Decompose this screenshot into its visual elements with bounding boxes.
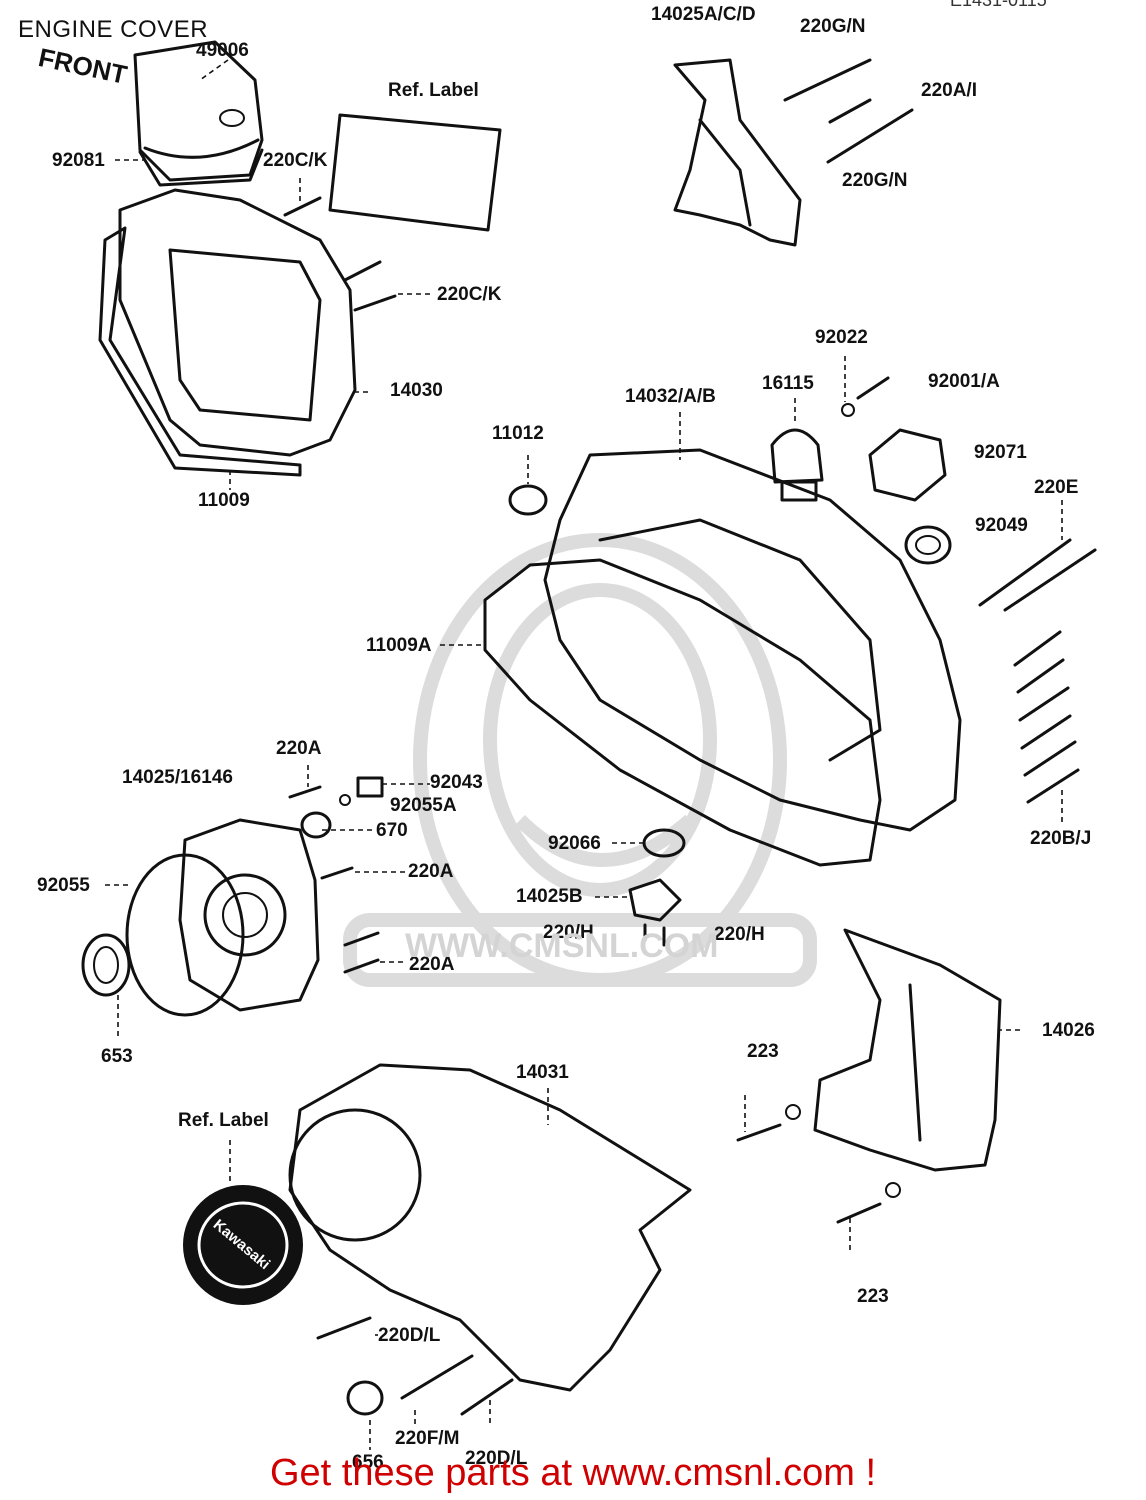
label-11009a: 11009A (366, 635, 432, 656)
filler-cap-16115 (770, 428, 824, 502)
label-14030: 14030 (390, 380, 443, 401)
label-14025acd: 14025A/C/D (651, 4, 756, 25)
label-220dl-1: 220D/L (378, 1325, 441, 1346)
gasket-11009a (483, 558, 882, 867)
label-220ck-1: 220C/K (263, 150, 328, 171)
label-92001a: 92001/A (928, 371, 1000, 392)
label-ref-label-bottom: Ref. Label (178, 1110, 269, 1131)
label-92055: 92055 (37, 875, 90, 896)
chain-guard-14026 (813, 928, 1002, 1172)
label-92049: 92049 (975, 515, 1028, 536)
label-92081: 92081 (52, 150, 105, 171)
bolts-220e (978, 538, 1097, 612)
label-220h-2: 220/H (714, 924, 765, 945)
footer-link[interactable]: Get these parts at www.cmsnl.com ! (269, 1452, 877, 1494)
label-14032ab: 14032/A/B (625, 386, 716, 407)
part-14025b (628, 878, 682, 947)
label-223-2: 223 (857, 1286, 889, 1307)
leader-lines (105, 59, 1063, 1450)
part-92071 (868, 428, 947, 502)
label-92055a: 92055A (390, 795, 457, 816)
crankcase-cover-14030 (98, 188, 357, 477)
label-220a-2: 220A (408, 861, 454, 882)
watermark-text: WWW.CMSNL.COM (405, 927, 719, 965)
pump-cover-14025 (178, 818, 320, 1012)
bolts-220bj (1013, 630, 1080, 804)
seal-653 (81, 933, 131, 997)
label-14025b: 14025B (516, 886, 583, 907)
label-220gn-1: 220G/N (800, 16, 866, 37)
label-220bj: 220B/J (1030, 828, 1092, 849)
part-656 (346, 1380, 384, 1416)
label-14026: 14026 (1042, 1020, 1095, 1041)
label-220ck-2: 220C/K (437, 284, 502, 305)
label-653: 653 (101, 1046, 133, 1067)
ref-label-plate-top (328, 113, 502, 232)
label-16115: 16115 (762, 373, 814, 394)
bolts-220gn (783, 58, 914, 164)
oil-seal-92049 (904, 525, 952, 565)
label-14025-16146: 14025/16146 (122, 767, 233, 788)
label-11012: 11012 (492, 423, 544, 444)
label-220dl-2: 220D/L (465, 1448, 528, 1469)
bolts-220dl-220fm (316, 1316, 514, 1416)
label-14031: 14031 (516, 1062, 569, 1083)
label-656: 656 (352, 1452, 384, 1473)
parts-92043-92055a (339, 776, 384, 806)
label-223-1: 223 (747, 1041, 779, 1062)
label-11009: 11009 (198, 490, 250, 511)
label-92043: 92043 (430, 772, 483, 793)
bolts-220ck (283, 196, 397, 312)
label-49006: 49006 (196, 40, 249, 61)
emblem-ref-label (183, 1185, 303, 1305)
bolts-223 (736, 1104, 901, 1224)
label-670: 670 (376, 820, 408, 841)
label-92071: 92071 (974, 442, 1027, 463)
o-ring-670 (300, 811, 332, 839)
air-box-cover-part (133, 40, 264, 187)
page-title: ENGINE COVER (18, 16, 209, 43)
label-220ai: 220A/I (921, 80, 977, 101)
label-92066: 92066 (548, 833, 601, 854)
o-ring-92055 (125, 853, 245, 1017)
dowel-11012 (508, 484, 548, 516)
sprocket-cover-14025acd (673, 58, 802, 247)
bolt-92001a (841, 376, 890, 417)
label-220h-1: 220/H (543, 922, 594, 943)
label-220e: 220E (1034, 477, 1079, 498)
label-220a-1: 220A (276, 738, 322, 759)
watermark-logo (343, 533, 817, 987)
diagram-code: E1431-0115 (950, 0, 1047, 10)
label-92022: 92022 (815, 327, 868, 348)
label-ref-label-top: Ref. Label (388, 80, 479, 101)
bolts-220a (288, 785, 380, 974)
label-220gn-2: 220G/N (842, 170, 908, 191)
label-220fm: 220F/M (395, 1428, 460, 1449)
left-cover-14031 (288, 1063, 692, 1392)
label-220a-3: 220A (409, 954, 455, 975)
